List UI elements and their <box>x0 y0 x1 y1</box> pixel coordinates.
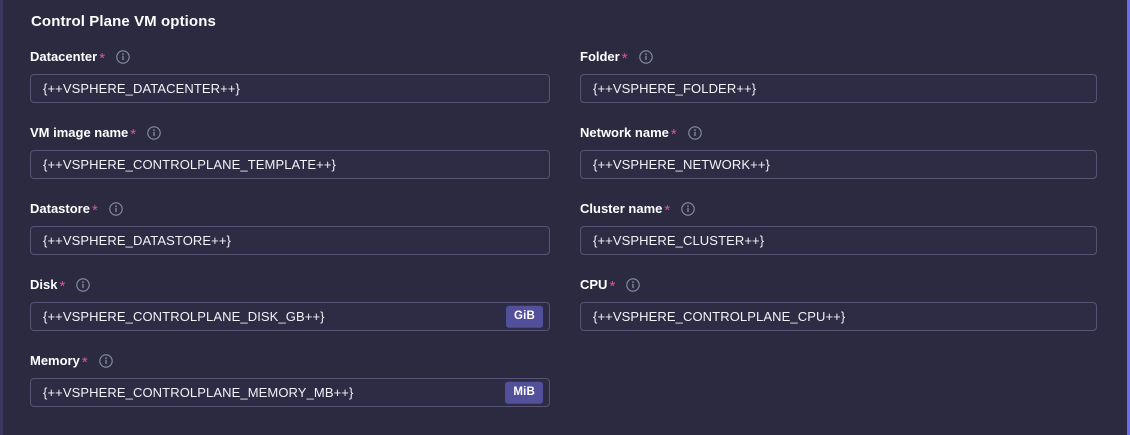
datacenter-input[interactable] <box>30 74 550 103</box>
label-network-name: Network name * <box>580 124 1097 143</box>
label-folder: Folder * <box>580 48 1097 67</box>
field-datastore: Datastore * <box>30 200 550 255</box>
label-memory: Memory * <box>30 352 550 371</box>
info-circle-icon[interactable] <box>109 201 123 216</box>
info-circle-icon[interactable] <box>116 49 130 64</box>
info-circle-icon[interactable] <box>626 277 641 292</box>
label-text-network-name: Network name <box>580 125 669 140</box>
memory-input[interactable] <box>30 378 550 407</box>
label-text-datastore: Datastore <box>30 201 90 216</box>
input-wrap-datacenter <box>30 74 550 103</box>
field-cluster-name: Cluster name * <box>580 200 1097 255</box>
field-cpu: CPU * <box>580 276 1097 331</box>
right-edge-accent-line <box>1127 0 1130 435</box>
input-wrap-folder <box>580 74 1097 103</box>
required-asterisk: * <box>99 50 106 67</box>
memory-unit-badge: MiB <box>505 381 543 404</box>
input-wrap-cpu <box>580 302 1097 331</box>
disk-unit-badge: GiB <box>505 305 543 328</box>
required-asterisk: * <box>130 126 137 143</box>
required-asterisk: * <box>664 202 671 219</box>
network-name-input[interactable] <box>580 150 1097 179</box>
input-wrap-vm-image-name <box>30 150 550 179</box>
field-datacenter: Datacenter * <box>30 48 550 103</box>
disk-input[interactable] <box>30 302 550 331</box>
info-circle-icon[interactable] <box>76 277 91 292</box>
label-cluster-name: Cluster name * <box>580 200 1097 219</box>
info-circle-icon[interactable] <box>147 125 161 140</box>
label-cpu: CPU * <box>580 276 1097 295</box>
input-wrap-network-name <box>580 150 1097 179</box>
page-title: Control Plane VM options <box>31 13 216 30</box>
label-text-disk: Disk <box>30 277 58 292</box>
field-disk: Disk * GiB <box>30 276 550 331</box>
required-asterisk: * <box>621 50 628 67</box>
left-edge-stripe <box>0 0 3 435</box>
input-wrap-memory: MiB <box>30 378 550 407</box>
label-text-folder: Folder <box>580 49 620 64</box>
info-circle-icon[interactable] <box>687 125 702 140</box>
field-memory: Memory * MiB <box>30 352 550 407</box>
required-asterisk: * <box>670 126 677 143</box>
required-asterisk: * <box>609 278 616 295</box>
field-vm-image-name: VM image name * <box>30 124 550 179</box>
folder-input[interactable] <box>580 74 1097 103</box>
label-text-vm-image-name: VM image name <box>30 125 129 140</box>
label-text-datacenter: Datacenter <box>30 49 98 64</box>
info-circle-icon[interactable] <box>638 49 653 64</box>
label-text-memory: Memory <box>30 353 80 368</box>
label-disk: Disk * <box>30 276 550 295</box>
input-wrap-disk: GiB <box>30 302 550 331</box>
label-datastore: Datastore * <box>30 200 550 219</box>
input-wrap-cluster-name <box>580 226 1097 255</box>
required-asterisk: * <box>59 278 66 295</box>
form-grid: Datacenter * Folder * <box>30 48 1097 428</box>
field-folder: Folder * <box>580 48 1097 103</box>
info-circle-icon[interactable] <box>681 201 695 216</box>
label-text-cpu: CPU <box>580 277 608 292</box>
cpu-input[interactable] <box>580 302 1097 331</box>
cluster-name-input[interactable] <box>580 226 1097 255</box>
required-asterisk: * <box>91 202 98 219</box>
label-text-cluster-name: Cluster name <box>580 201 663 216</box>
vm-image-name-input[interactable] <box>30 150 550 179</box>
label-vm-image-name: VM image name * <box>30 124 550 143</box>
datastore-input[interactable] <box>30 226 550 255</box>
field-network-name: Network name * <box>580 124 1097 179</box>
info-circle-icon[interactable] <box>98 353 113 368</box>
required-asterisk: * <box>81 354 88 371</box>
label-datacenter: Datacenter * <box>30 48 550 67</box>
input-wrap-datastore <box>30 226 550 255</box>
